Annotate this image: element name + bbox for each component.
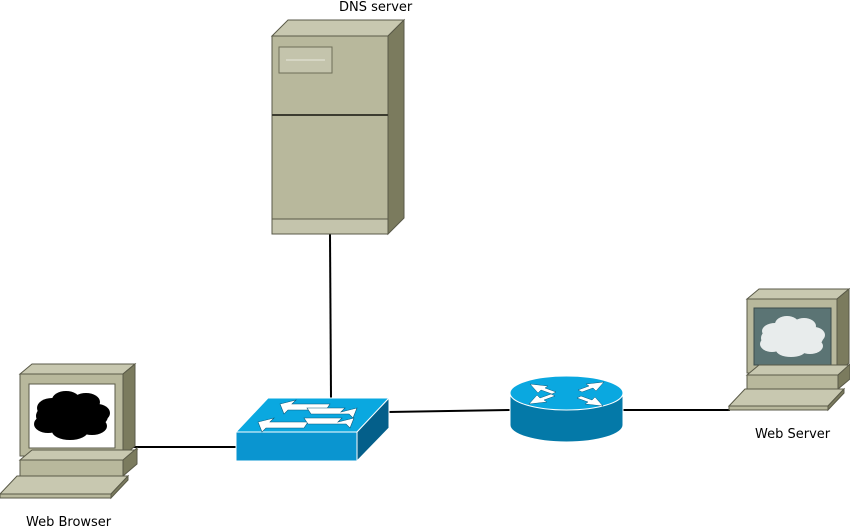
dns-server-icon	[270, 18, 406, 236]
web-browser-workstation-icon	[0, 362, 139, 500]
white-cloud-icon	[760, 316, 825, 357]
web-server-label: Web Server	[755, 427, 831, 442]
web-server-workstation-icon	[727, 287, 850, 412]
link-switch-router	[387, 409, 512, 413]
link-dns-switch	[329, 233, 332, 399]
black-cloud-icon	[34, 391, 110, 440]
connections	[130, 233, 730, 448]
dns-server-label: DNS server	[339, 0, 413, 15]
router-icon	[509, 375, 624, 443]
web-browser-label: Web Browser	[26, 515, 112, 530]
network-switch-icon	[234, 396, 391, 463]
